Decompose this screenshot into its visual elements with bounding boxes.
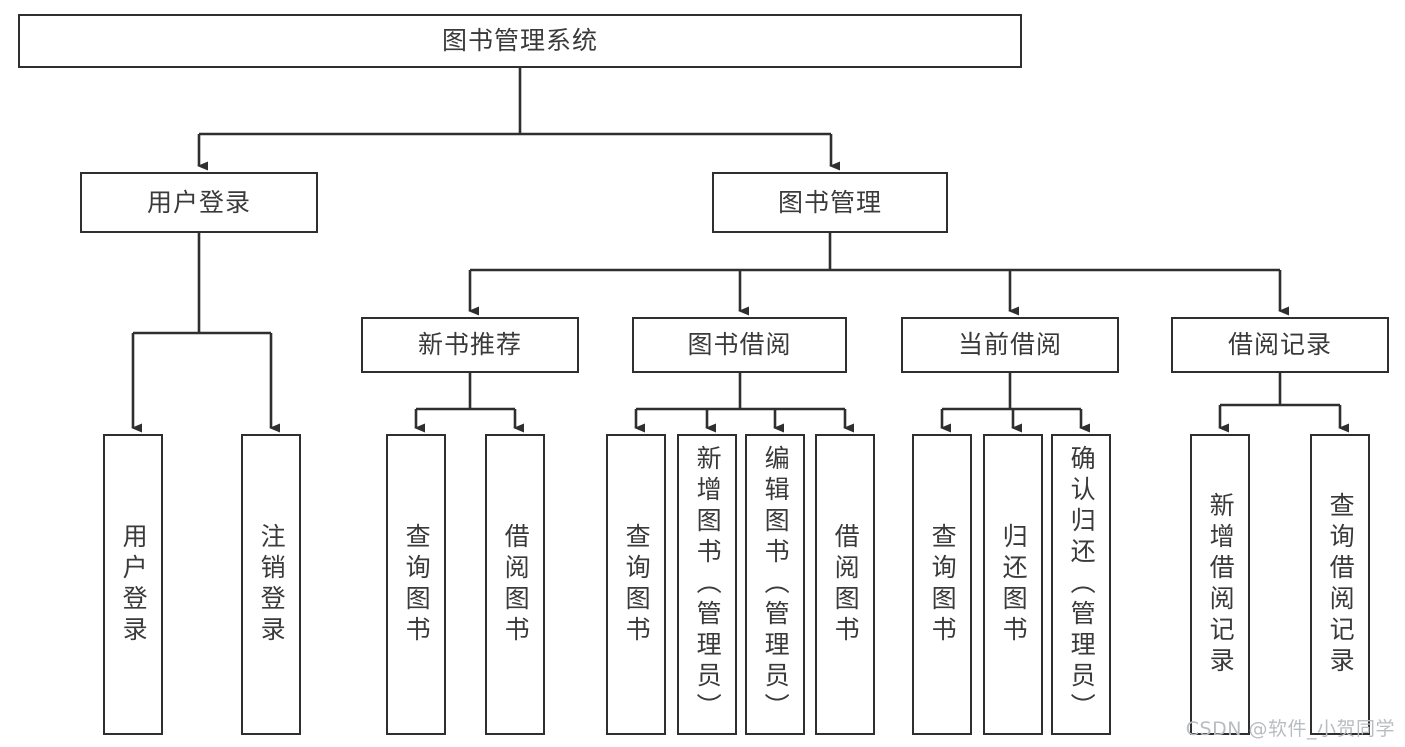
node-current-borrow[interactable]: 当前借阅: [901, 317, 1119, 373]
node-book-borrow-label: 图书借阅: [687, 330, 792, 360]
node-leaf-user-login[interactable]: 用户登录: [103, 434, 163, 735]
node-leaf-query-book-rec-label: 查询图书: [402, 522, 432, 647]
node-root-label: 图书管理系统: [441, 26, 598, 56]
node-leaf-add-borrow-record[interactable]: 新增借阅记录: [1190, 434, 1250, 735]
node-leaf-edit-book[interactable]: 编辑图书（管理员）: [745, 434, 805, 735]
node-leaf-user-login-label: 用户登录: [119, 522, 149, 647]
node-leaf-user-logout[interactable]: 注销登录: [241, 434, 301, 735]
node-leaf-return-book-label: 归还图书: [999, 522, 1029, 647]
node-leaf-add-borrow-record-label: 新增借阅记录: [1206, 491, 1236, 678]
node-leaf-query-book-borrow-label: 查询图书: [622, 522, 652, 647]
node-leaf-query-book-borrow[interactable]: 查询图书: [606, 434, 666, 735]
node-user-login[interactable]: 用户登录: [80, 172, 318, 233]
node-leaf-return-book[interactable]: 归还图书: [983, 434, 1043, 735]
node-book-management[interactable]: 图书管理: [712, 172, 948, 233]
node-leaf-query-book-current[interactable]: 查询图书: [912, 434, 972, 735]
node-leaf-query-borrow-record[interactable]: 查询借阅记录: [1310, 434, 1370, 735]
node-root[interactable]: 图书管理系统: [18, 14, 1022, 68]
node-user-login-label: 用户登录: [146, 187, 251, 217]
node-leaf-borrow-book-label: 借阅图书: [831, 522, 861, 647]
node-book-borrow[interactable]: 图书借阅: [632, 317, 847, 373]
node-borrow-record[interactable]: 借阅记录: [1171, 317, 1389, 373]
node-leaf-add-book[interactable]: 新增图书（管理员）: [677, 434, 737, 735]
node-leaf-add-book-label: 新增图书（管理员）: [693, 445, 723, 724]
node-leaf-user-logout-label: 注销登录: [257, 522, 287, 647]
node-borrow-record-label: 借阅记录: [1227, 330, 1332, 360]
node-leaf-confirm-return[interactable]: 确认归还（管理员）: [1051, 434, 1111, 735]
node-leaf-edit-book-label: 编辑图书（管理员）: [761, 445, 791, 724]
node-leaf-query-book-current-label: 查询图书: [928, 522, 958, 647]
node-leaf-borrow-book[interactable]: 借阅图书: [815, 434, 875, 735]
node-leaf-confirm-return-label: 确认归还（管理员）: [1067, 445, 1097, 724]
node-leaf-query-borrow-record-label: 查询借阅记录: [1326, 491, 1356, 678]
node-leaf-borrow-book-rec[interactable]: 借阅图书: [485, 434, 545, 735]
node-current-borrow-label: 当前借阅: [957, 330, 1062, 360]
node-new-book-recommend-label: 新书推荐: [417, 330, 522, 360]
node-leaf-borrow-book-rec-label: 借阅图书: [501, 522, 531, 647]
node-new-book-recommend[interactable]: 新书推荐: [361, 317, 579, 373]
node-book-management-label: 图书管理: [777, 187, 882, 217]
node-leaf-query-book-rec[interactable]: 查询图书: [386, 434, 446, 735]
